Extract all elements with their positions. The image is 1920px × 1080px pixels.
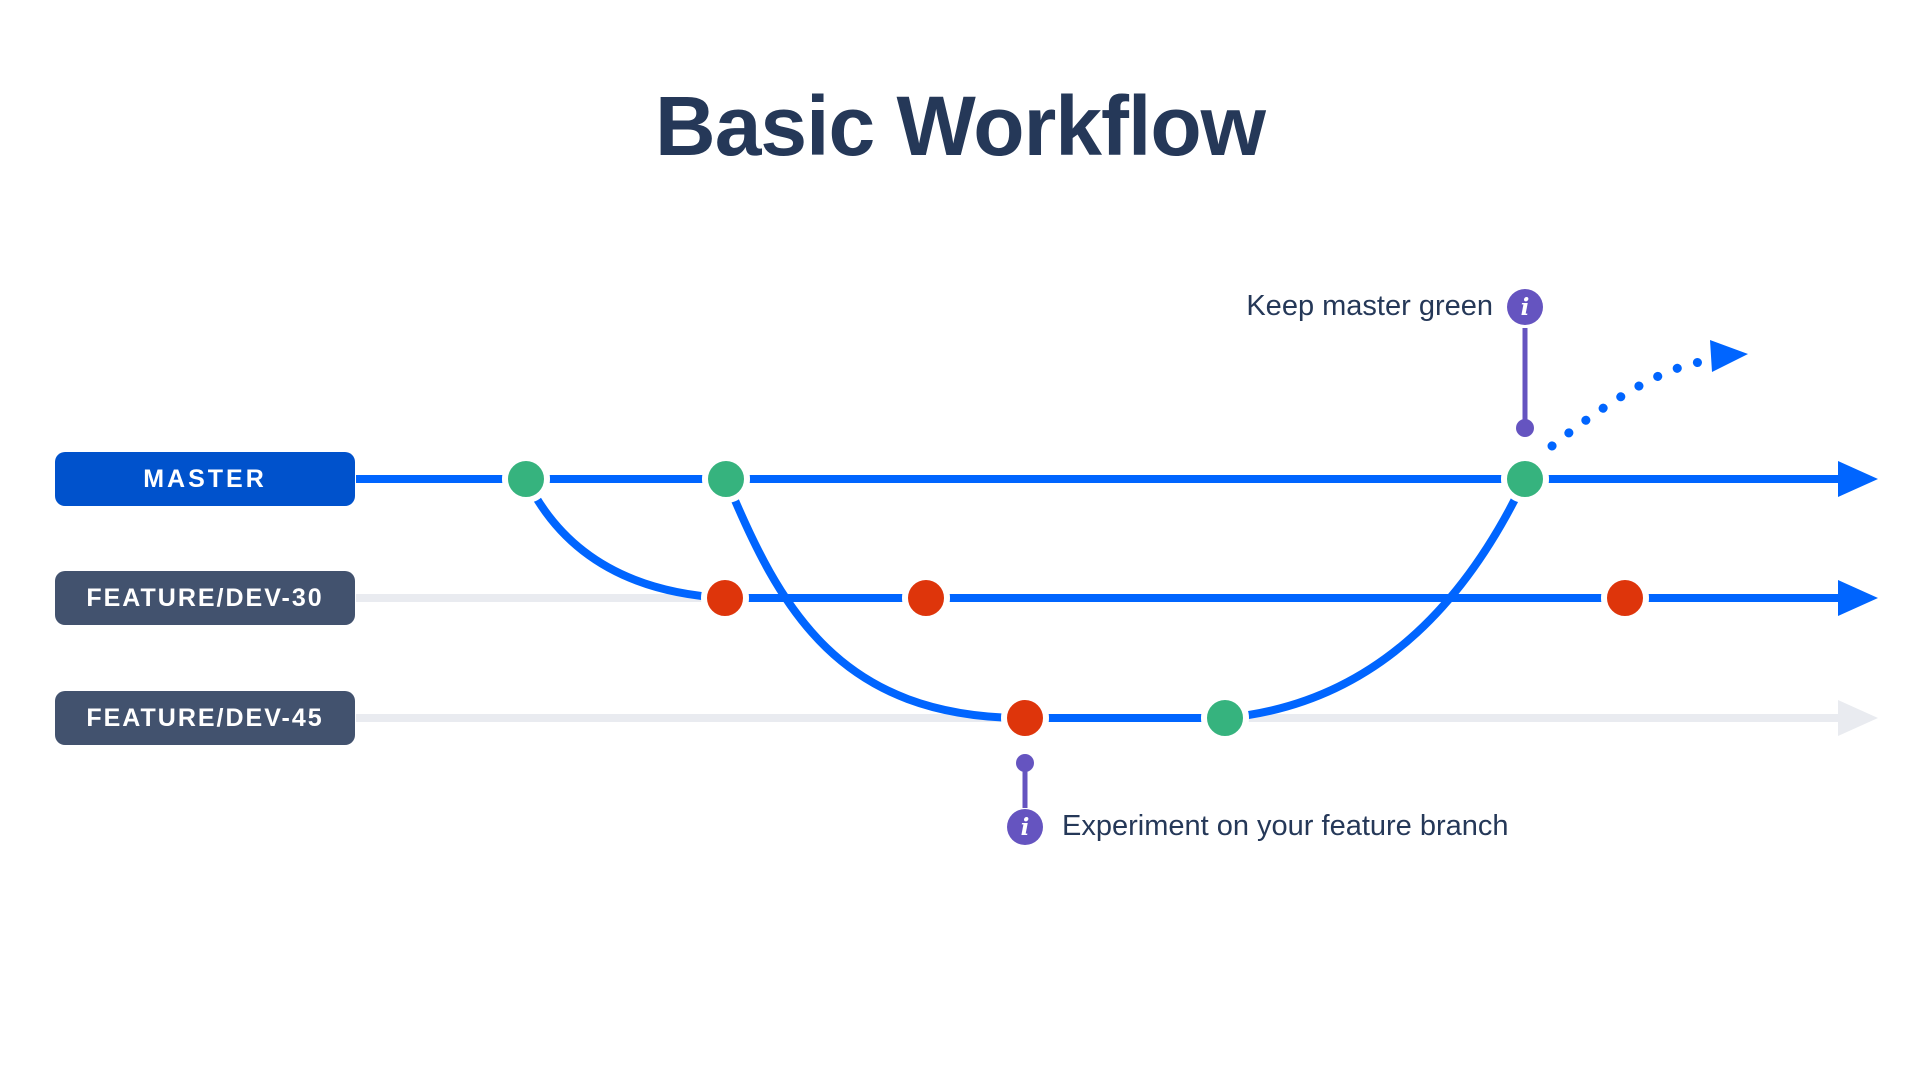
commit-dot-dev30-red [701, 574, 749, 622]
info-icon: i [1007, 809, 1043, 845]
commit-dot-master-green [702, 455, 750, 503]
branch-badge-dev30-label: FEATURE/DEV-30 [86, 583, 324, 612]
commit-dot-master-green [502, 455, 550, 503]
dev45-arrowhead-icon [1838, 700, 1878, 736]
commit-dots-group [502, 455, 1649, 742]
branch-badge-dev45-label: FEATURE/DEV-45 [86, 703, 324, 732]
branch-badge-master: MASTER [55, 452, 355, 506]
branch-badge-master-label: MASTER [143, 464, 267, 493]
commit-dot-dev45-green [1201, 694, 1249, 742]
master-arrowhead-icon [1838, 461, 1878, 497]
commit-dot-master-green [1501, 455, 1549, 503]
info-icon-glyph: i [1020, 813, 1030, 841]
annotation-experiment-feature-branch: Experiment on your feature branch [1062, 810, 1509, 842]
commit-dot-dev45-red [1001, 694, 1049, 742]
info-icon-glyph: i [1520, 293, 1530, 321]
branch-badge-dev30: FEATURE/DEV-30 [55, 571, 355, 625]
info-icon: i [1507, 289, 1543, 325]
annotation-connector-dot-keep-master [1516, 419, 1534, 437]
commit-dot-dev30-red [902, 574, 950, 622]
merge-curve-dev45-to-master [1224, 477, 1529, 722]
commit-dot-dev30-red [1601, 574, 1649, 622]
branch-curve-master-to-dev45 [722, 477, 1026, 722]
branch-curve-master-to-dev30 [522, 477, 726, 602]
dotted-arc-arrowhead-icon [1710, 340, 1748, 372]
dotted-future-arc [1547, 357, 1705, 451]
annotation-keep-master-green: Keep master green [1246, 290, 1493, 322]
annotation-connector-dot-experiment [1016, 754, 1034, 772]
branch-badge-dev45: FEATURE/DEV-45 [55, 691, 355, 745]
dev30-arrowhead-icon [1838, 580, 1878, 616]
diagram-title: Basic Workflow [655, 79, 1266, 173]
